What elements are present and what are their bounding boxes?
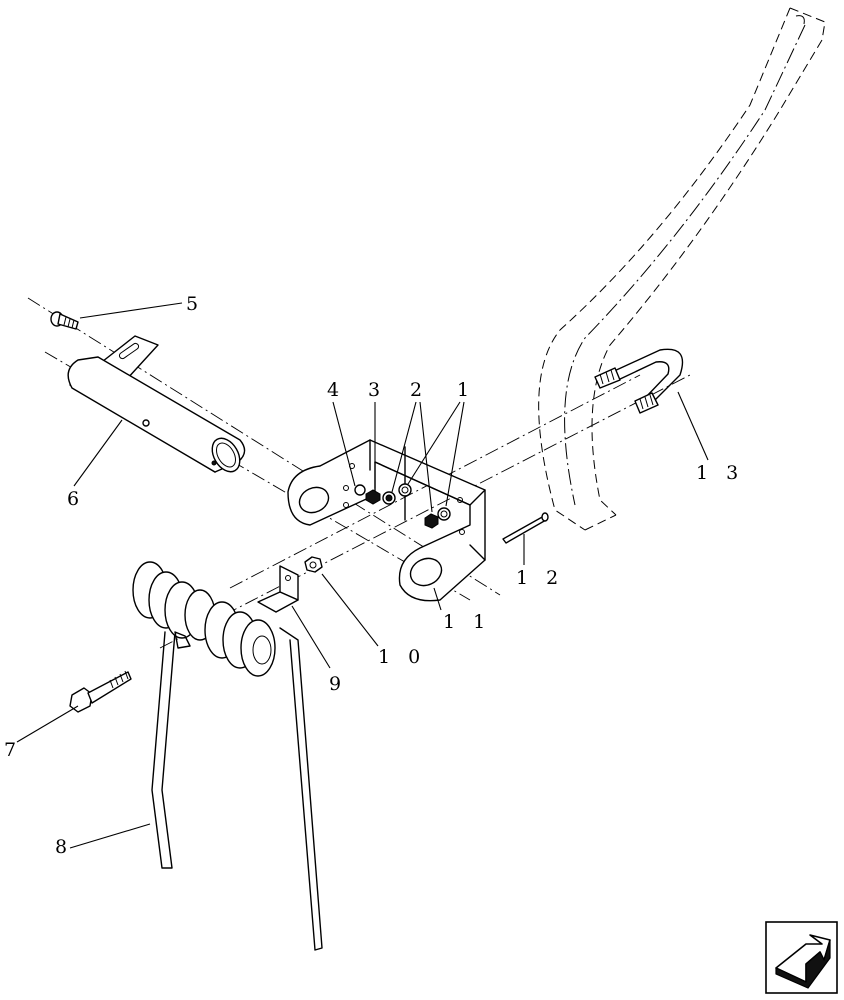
angle-clip-part-9 (257, 565, 299, 613)
callout-8: 8 (55, 836, 73, 858)
return-button[interactable] (765, 921, 838, 994)
callout-labels: 1 2 3 4 5 6 7 8 9 1 0 1 1 1 2 1 3 (4, 293, 744, 858)
hardware-parts-1-4 (354, 483, 451, 529)
callout-5: 5 (186, 293, 204, 315)
bolt-part-5 (50, 311, 79, 330)
callout-7: 7 (4, 739, 22, 761)
pin-part-12 (502, 512, 549, 544)
callout-1: 1 (457, 379, 475, 401)
callout-6: 6 (67, 488, 85, 510)
callout-9: 9 (329, 673, 347, 695)
leader-lines (16, 302, 709, 849)
nut-part-10 (304, 556, 323, 573)
bolt-part-7 (69, 670, 132, 713)
callout-4: 4 (327, 379, 345, 401)
u-bolt-part-13 (594, 348, 684, 414)
callout-2: 2 (410, 379, 428, 401)
spring-tine-part-8 (132, 561, 323, 951)
bracket-part-11 (287, 439, 486, 602)
tine-arm-phantom (538, 7, 826, 531)
callout-10: 1 0 (378, 646, 426, 668)
callout-13: 1 3 (696, 462, 744, 484)
callout-11: 1 1 (443, 611, 491, 633)
callout-3: 3 (368, 379, 386, 401)
pivot-tube-part-6 (67, 335, 246, 473)
return-arrow-icon (775, 934, 831, 989)
callout-12: 1 2 (516, 567, 564, 589)
